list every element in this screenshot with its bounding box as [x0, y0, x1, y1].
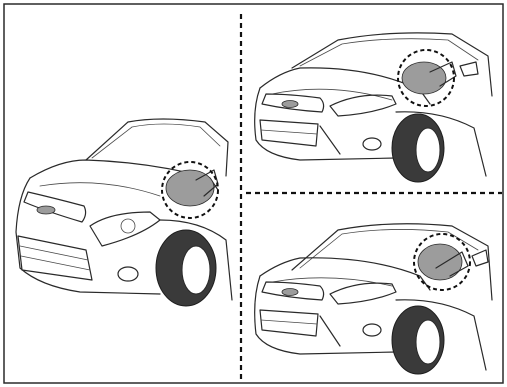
bottom-car-grille-slat: [261, 320, 317, 324]
left-car-mirror-highlight: [166, 170, 214, 206]
left-car-rim: [182, 246, 210, 294]
bottom-car-mirror-highlight: [418, 244, 462, 280]
top-car-rim: [416, 128, 440, 172]
bottom-car-hood-crease: [272, 278, 392, 286]
left-car-headlight-lens: [121, 219, 135, 233]
left-car-front-fascia: [16, 178, 160, 294]
left-car-windshield-inner: [92, 124, 220, 158]
bottom-car-lower-grille: [260, 310, 318, 336]
top-car-windshield: [292, 33, 492, 96]
top-right-car: [255, 33, 492, 182]
bottom-car-fog-light: [363, 324, 381, 336]
top-car-lower-grille: [260, 120, 318, 146]
left-car-hood-crease: [40, 183, 160, 196]
bottom-car-bumper-line: [320, 316, 340, 346]
top-car-mirror-highlight: [402, 62, 446, 94]
left-car-badge: [37, 206, 55, 214]
top-car-grille-slat: [261, 130, 317, 134]
left-car-fog-light: [118, 267, 138, 281]
left-car-upper-grille: [24, 192, 86, 222]
bottom-car-front: [255, 276, 396, 354]
left-car: [16, 119, 232, 306]
top-car-mirror-outer: [460, 62, 478, 76]
top-car-bumper-line: [320, 126, 340, 154]
left-car-headlight: [90, 212, 160, 246]
top-car-badge: [282, 101, 298, 108]
bottom-right-car: [255, 224, 492, 374]
top-car-fog-light: [363, 138, 381, 150]
bottom-car-headlight: [330, 283, 396, 304]
bottom-car-mirror-outer: [472, 250, 488, 266]
bottom-car-hood: [260, 258, 430, 290]
bottom-car-badge: [282, 289, 298, 296]
bottom-car-rim: [416, 320, 440, 364]
